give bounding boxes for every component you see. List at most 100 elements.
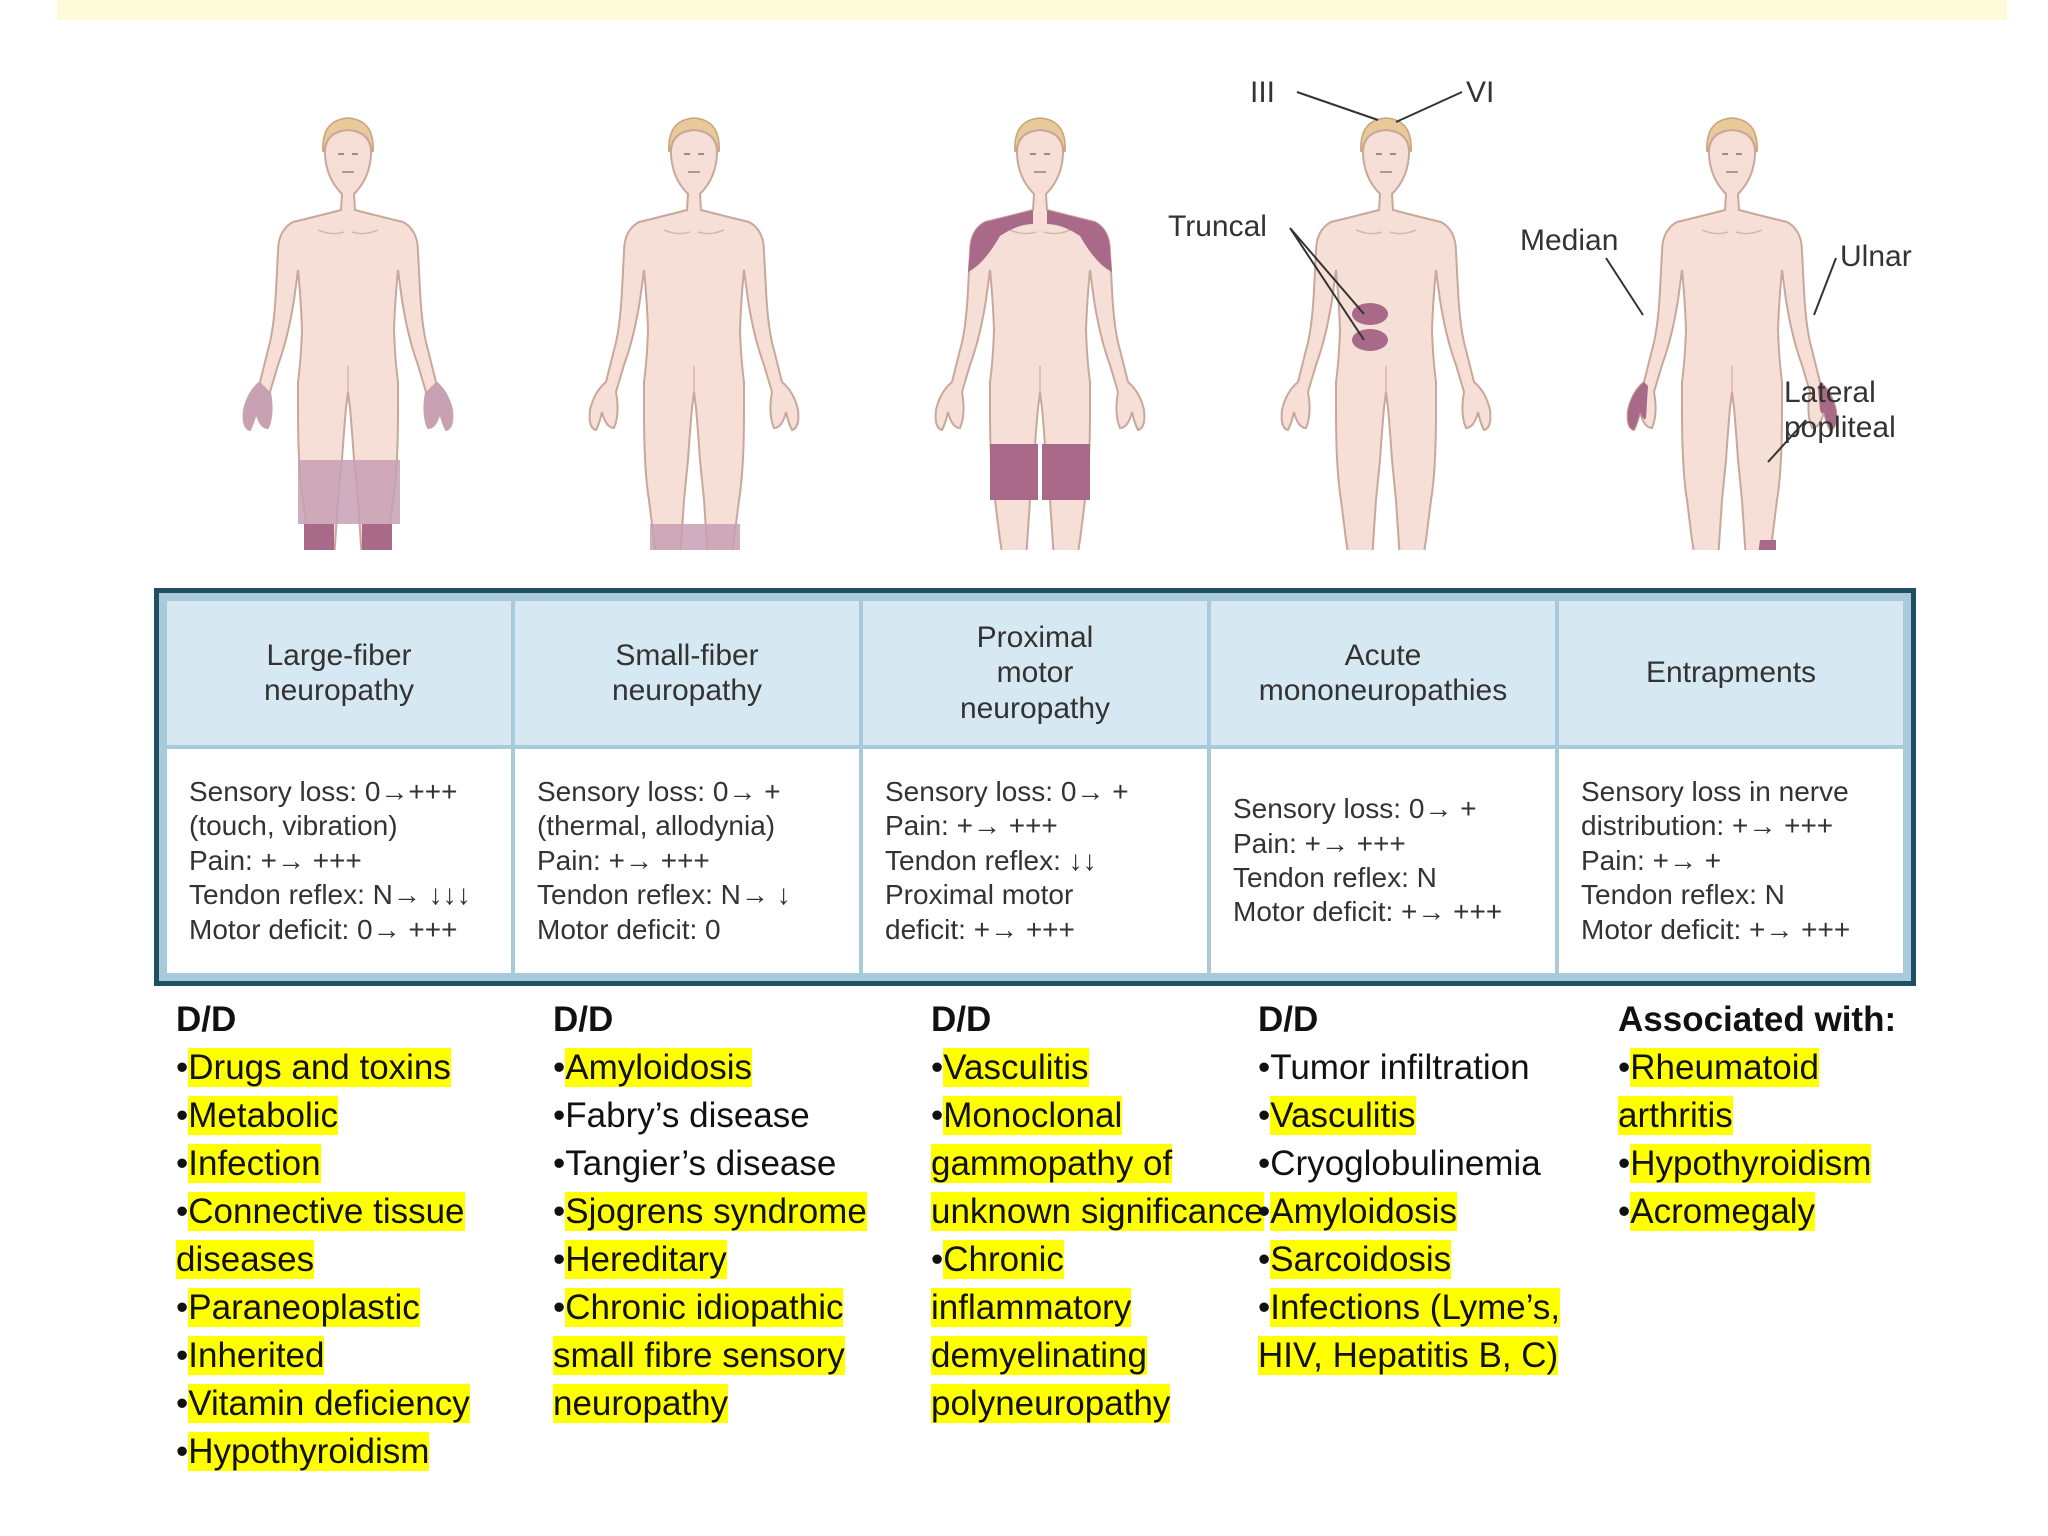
figure-proximal-motor: [934, 117, 1146, 550]
bullet-icon: •: [553, 1240, 566, 1279]
bullet-icon: •: [553, 1288, 566, 1327]
table-header-line: Proximal: [976, 620, 1094, 654]
dd-item-text: Tangier’s disease: [565, 1144, 837, 1183]
dd-list-item: •Chronic idiopathic: [553, 1284, 867, 1332]
bullet-icon: •: [176, 1144, 189, 1183]
dd-list-item: arthritis: [1618, 1092, 1896, 1140]
label-lateral-popliteal: Lateral popliteal: [1784, 376, 1896, 445]
table-cell-line: deficit: +→ +++: [885, 913, 1075, 945]
dd-list-item: polyneuropathy: [931, 1380, 1264, 1428]
bullet-icon: •: [1618, 1192, 1631, 1231]
table-header-line: neuropathy: [959, 691, 1111, 725]
dd-item-text: Paraneoplastic: [188, 1288, 420, 1327]
bullet-icon: •: [1258, 1096, 1271, 1135]
label-ulnar: Ulnar: [1840, 240, 1912, 273]
table-cell-large-fiber: Sensory loss: 0→+++(touch, vibration)Pai…: [167, 749, 511, 973]
table-header-text: Entrapments: [1646, 655, 1816, 690]
dd-item-text: HIV, Hepatitis B, C): [1258, 1336, 1559, 1375]
dd-item-text: small fibre sensory: [553, 1336, 845, 1375]
dd-item-text: Hereditary: [565, 1240, 727, 1279]
bullet-icon: •: [553, 1192, 566, 1231]
dd-item-text: Amyloidosis: [565, 1048, 752, 1087]
table-header-line: neuropathy: [263, 674, 415, 707]
dd-list-item: •Monoclonal: [931, 1092, 1264, 1140]
dd-item-text: diseases: [176, 1240, 315, 1279]
table-cell-lines: Sensory loss: 0→ +Pain: +→ +++Tendon ref…: [885, 775, 1129, 947]
dd-list-item: •Hypothyroidism: [176, 1428, 470, 1476]
table-cell-line: Tendon reflex: N: [1233, 862, 1437, 893]
bullet-icon: •: [1618, 1048, 1631, 1087]
dd-item-text: gammopathy of: [931, 1144, 1173, 1183]
bullet-icon: •: [176, 1096, 189, 1135]
dd-item-text: Inherited: [188, 1336, 325, 1375]
figure-entrapments: [1626, 117, 1838, 550]
bullet-icon: •: [176, 1192, 189, 1231]
table-cell-small-fiber: Sensory loss: 0→ +(thermal, allodynia)Pa…: [515, 749, 859, 973]
label-popliteal: popliteal: [1784, 410, 1896, 444]
dd-list-item: diseases: [176, 1236, 470, 1284]
table-cell-line: Pain: +→ +++: [189, 844, 362, 876]
dd-column-2: D/D•Amyloidosis•Fabry’s disease•Tangier’…: [553, 996, 867, 1428]
dd-item-text: Tumor infiltration: [1270, 1048, 1530, 1087]
dd-list-item: •Chronic: [931, 1236, 1264, 1284]
table-cell-lines: Sensory loss: 0→ +(thermal, allodynia)Pa…: [537, 775, 791, 947]
table-cell-line: Pain: +→ +: [1581, 844, 1722, 876]
dd-item-text: Cryoglobulinemia: [1270, 1144, 1541, 1183]
bullet-icon: •: [1258, 1240, 1271, 1279]
dd-heading: D/D: [176, 1000, 237, 1039]
dd-list-item: •Amyloidosis: [1258, 1188, 1560, 1236]
dd-list-item: •Amyloidosis: [553, 1044, 867, 1092]
dd-heading: D/D: [931, 1000, 992, 1039]
body-figures-svg: [242, 91, 1838, 550]
table-cell-line: Sensory loss: 0→ +: [885, 775, 1129, 807]
dd-list-item: •Infections (Lyme’s,: [1258, 1284, 1561, 1332]
dd-item-text: Rheumatoid: [1630, 1048, 1819, 1087]
dd-item-text: Connective tissue: [188, 1192, 465, 1231]
table-cell-line: distribution: +→ +++: [1581, 810, 1834, 842]
bullet-icon: •: [553, 1048, 566, 1087]
label-lateral: Lateral: [1784, 376, 1876, 409]
table-header-line: Small-fiber: [615, 638, 759, 672]
bullet-icon: •: [553, 1096, 566, 1135]
bullet-icon: •: [176, 1048, 189, 1087]
table-header-line: Acute: [1344, 638, 1422, 672]
dd-list-item: •Acromegaly: [1618, 1188, 1896, 1236]
dd-list-item: •Vasculitis: [931, 1044, 1264, 1092]
table-header-line: mononeuropathies: [1258, 674, 1508, 707]
table-cell-line: Sensory loss in nerve: [1581, 775, 1849, 807]
table-cell-line: Motor deficit: +→ +++: [1233, 896, 1503, 928]
dd-list-item: demyelinating: [931, 1332, 1264, 1380]
table-cell-line: Tendon reflex: N: [1581, 879, 1785, 911]
label-median: Median: [1520, 224, 1619, 257]
bullet-icon: •: [931, 1096, 944, 1135]
dd-item-text: Hypothyroidism: [1630, 1144, 1872, 1183]
dd-list-item: •Hereditary: [553, 1236, 867, 1284]
table-header-line: Entrapments: [1645, 656, 1817, 690]
bullet-icon: •: [1258, 1144, 1271, 1183]
table-cell-line: Sensory loss: 0→+++: [189, 775, 458, 807]
table-cell-acute-mono: Sensory loss: 0→ +Pain: +→ +++Tendon ref…: [1211, 749, 1555, 973]
dd-item-text: unknown significance: [931, 1192, 1264, 1231]
bullet-icon: •: [176, 1432, 189, 1471]
dd-column-3: D/D •Vasculitis•Monoclonal gammopathy of un…: [931, 996, 1264, 1428]
bullet-icon: •: [176, 1384, 189, 1423]
table-cell-line: Motor deficit: 0→ +++: [189, 913, 458, 945]
dd-list-item: •Infection: [176, 1140, 470, 1188]
dd-list-item: •Inherited: [176, 1332, 470, 1380]
dd-list-item: •Sjogrens syndrome: [553, 1188, 867, 1236]
bullet-icon: •: [176, 1336, 189, 1375]
figure-large-fiber: [242, 117, 454, 550]
figure-small-fiber: [588, 117, 800, 550]
dd-heading: D/D: [553, 1000, 614, 1039]
table-header-line: neuropathy: [611, 674, 763, 707]
dd-list-item: •Cryoglobulinemia: [1258, 1140, 1560, 1188]
dd-item-text: Sarcoidosis: [1270, 1240, 1452, 1279]
table-cell-line: Tendon reflex: N→ ↓↓↓: [189, 879, 471, 911]
dd-column-4: D/D•Tumor infiltration•Vasculitis•Cryogl…: [1258, 996, 1561, 1380]
dd-item-text: Sjogrens syndrome: [565, 1192, 867, 1231]
table-cell-lines: Sensory loss: 0→+++(touch, vibration)Pai…: [189, 775, 471, 947]
